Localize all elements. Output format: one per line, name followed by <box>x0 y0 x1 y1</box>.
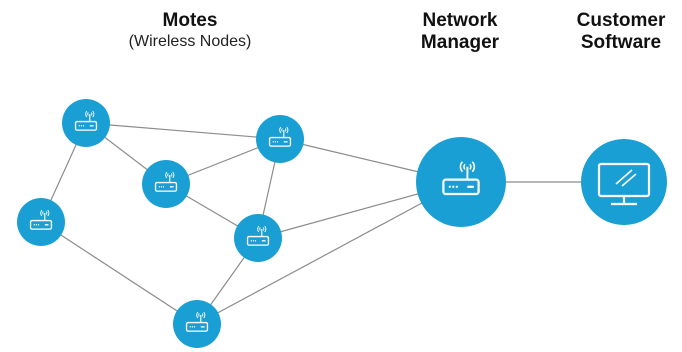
customer-software-node <box>581 139 667 225</box>
motes-title: Motes <box>162 10 218 31</box>
mote-4-node <box>17 198 65 246</box>
customer-software-title-line2: Software <box>580 32 662 53</box>
motes-label: Motes (Wireless Nodes) <box>100 10 280 52</box>
link-mote-6-network-manager <box>196 181 462 325</box>
mote-6-node <box>173 300 221 348</box>
nodes <box>17 99 667 348</box>
mote-3-node <box>142 160 190 208</box>
wireless-router-icon <box>74 110 98 131</box>
wireless-router-icon <box>185 311 209 332</box>
mote-1-node <box>62 99 110 147</box>
mote-5-node <box>234 214 282 262</box>
motes-subtitle: (Wireless Nodes) <box>128 33 252 50</box>
wireless-router-icon <box>246 225 270 246</box>
wireless-router-icon <box>29 209 53 230</box>
links <box>40 122 624 325</box>
customer-software-title-line1: Customer <box>576 10 666 31</box>
network-manager-node <box>416 137 506 227</box>
link-mote-4-mote-6 <box>40 221 198 325</box>
wireless-router-icon <box>268 126 292 147</box>
network-manager-title-line2: Manager <box>420 32 500 53</box>
wireless-router-icon <box>442 161 480 196</box>
customer-software-label: Customer Software <box>560 10 682 54</box>
link-mote-1-mote-2 <box>85 122 281 140</box>
wireless-router-icon <box>154 171 178 192</box>
monitor-icon <box>597 162 651 206</box>
mote-2-node <box>256 115 304 163</box>
network-manager-title-line1: Network <box>422 10 498 31</box>
network-manager-label: Network Manager <box>400 10 520 54</box>
